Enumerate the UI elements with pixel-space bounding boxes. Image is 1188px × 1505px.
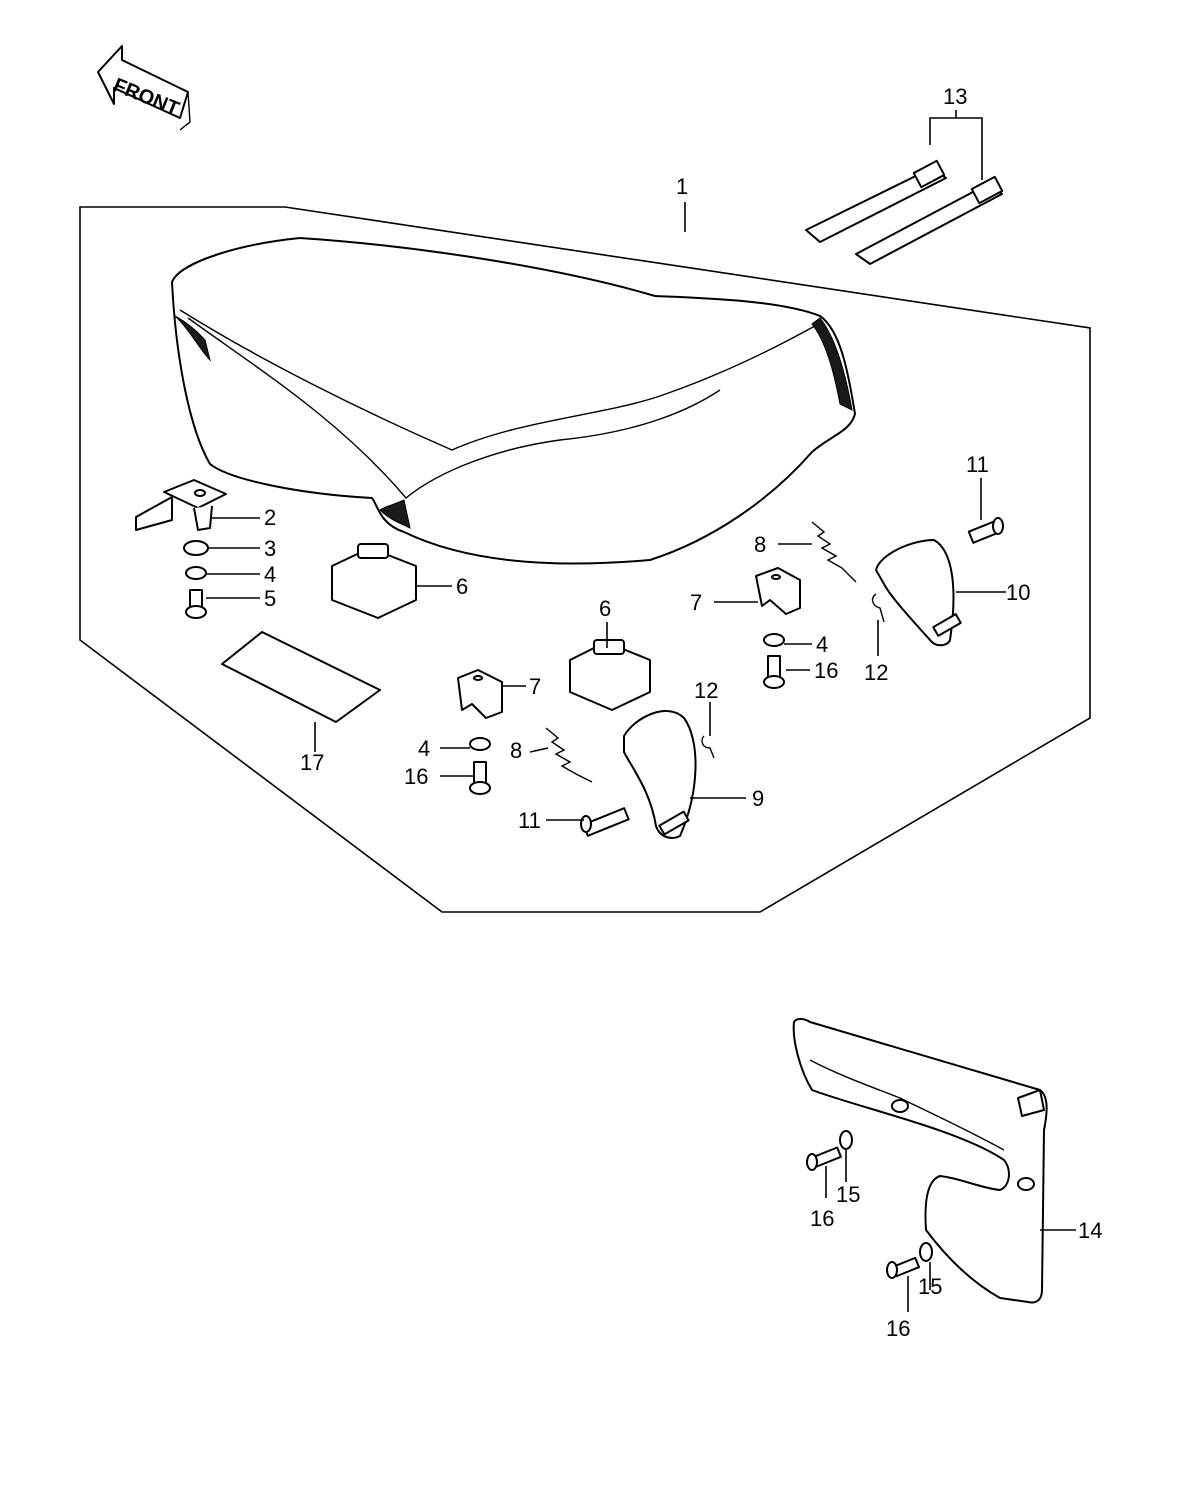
spring-part (545, 727, 593, 783)
callout-4: 4 (418, 736, 430, 761)
callout-4: 4 (264, 562, 276, 587)
callout-14: 14 (1078, 1218, 1102, 1243)
callout-16: 16 (814, 658, 838, 683)
callout-11: 11 (518, 808, 541, 833)
side-cover-part (792, 1018, 1048, 1304)
hinge-bracket-part (755, 567, 801, 615)
bolt-part (763, 655, 785, 689)
washer-part (183, 540, 209, 556)
callout-12: 12 (694, 678, 718, 703)
hinge-plate-part (875, 539, 962, 647)
clip-part (871, 593, 885, 623)
hinge-bracket-part (457, 669, 503, 719)
bolt-part (806, 1146, 842, 1171)
damper-part (569, 639, 651, 711)
callout-8: 8 (754, 532, 766, 557)
callout-8: 8 (510, 738, 522, 763)
damper-part (331, 543, 417, 619)
bolt-part (185, 589, 207, 619)
leader-lines (206, 110, 1076, 1312)
pin-part (580, 807, 630, 837)
callout-16: 16 (886, 1316, 910, 1341)
callout-6: 6 (599, 596, 611, 621)
callout-4: 4 (816, 632, 828, 657)
callouts: 1 13 2 3 4 5 6 6 7 7 4 4 8 8 9 10 11 11 … (264, 84, 1102, 1341)
bolt-part (469, 761, 491, 795)
hinge-plate-part (623, 710, 697, 839)
callout-13: 13 (943, 84, 967, 109)
label-sheet-part (221, 631, 381, 723)
callout-2: 2 (264, 505, 276, 530)
callout-16: 16 (404, 764, 428, 789)
callout-9: 9 (752, 786, 764, 811)
washer-part (839, 1130, 853, 1150)
callout-1: 1 (676, 174, 688, 199)
callout-10: 10 (1006, 580, 1030, 605)
callout-17: 17 (300, 750, 324, 775)
callout-3: 3 (264, 536, 276, 561)
callout-11: 11 (966, 452, 989, 477)
lock-washer-part (185, 566, 207, 580)
callout-15: 15 (918, 1274, 942, 1299)
front-arrow-icon: FRONT (97, 45, 191, 131)
seat-part (171, 237, 856, 565)
callout-12: 12 (864, 660, 888, 685)
spring-part (811, 521, 857, 583)
bracket-part (135, 479, 227, 531)
callout-16: 16 (810, 1206, 834, 1231)
callout-15: 15 (836, 1182, 860, 1207)
washer-part (469, 737, 491, 751)
callout-6: 6 (456, 574, 468, 599)
bolt-part (886, 1256, 920, 1279)
callout-7: 7 (690, 590, 702, 615)
callout-5: 5 (264, 586, 276, 611)
strap-part (805, 159, 1004, 265)
kit-boundary (79, 206, 1091, 913)
pin-part (967, 517, 1004, 544)
washer-part (763, 633, 785, 647)
callout-7: 7 (529, 674, 541, 699)
washer-part (919, 1242, 933, 1262)
clip-part (701, 735, 715, 759)
